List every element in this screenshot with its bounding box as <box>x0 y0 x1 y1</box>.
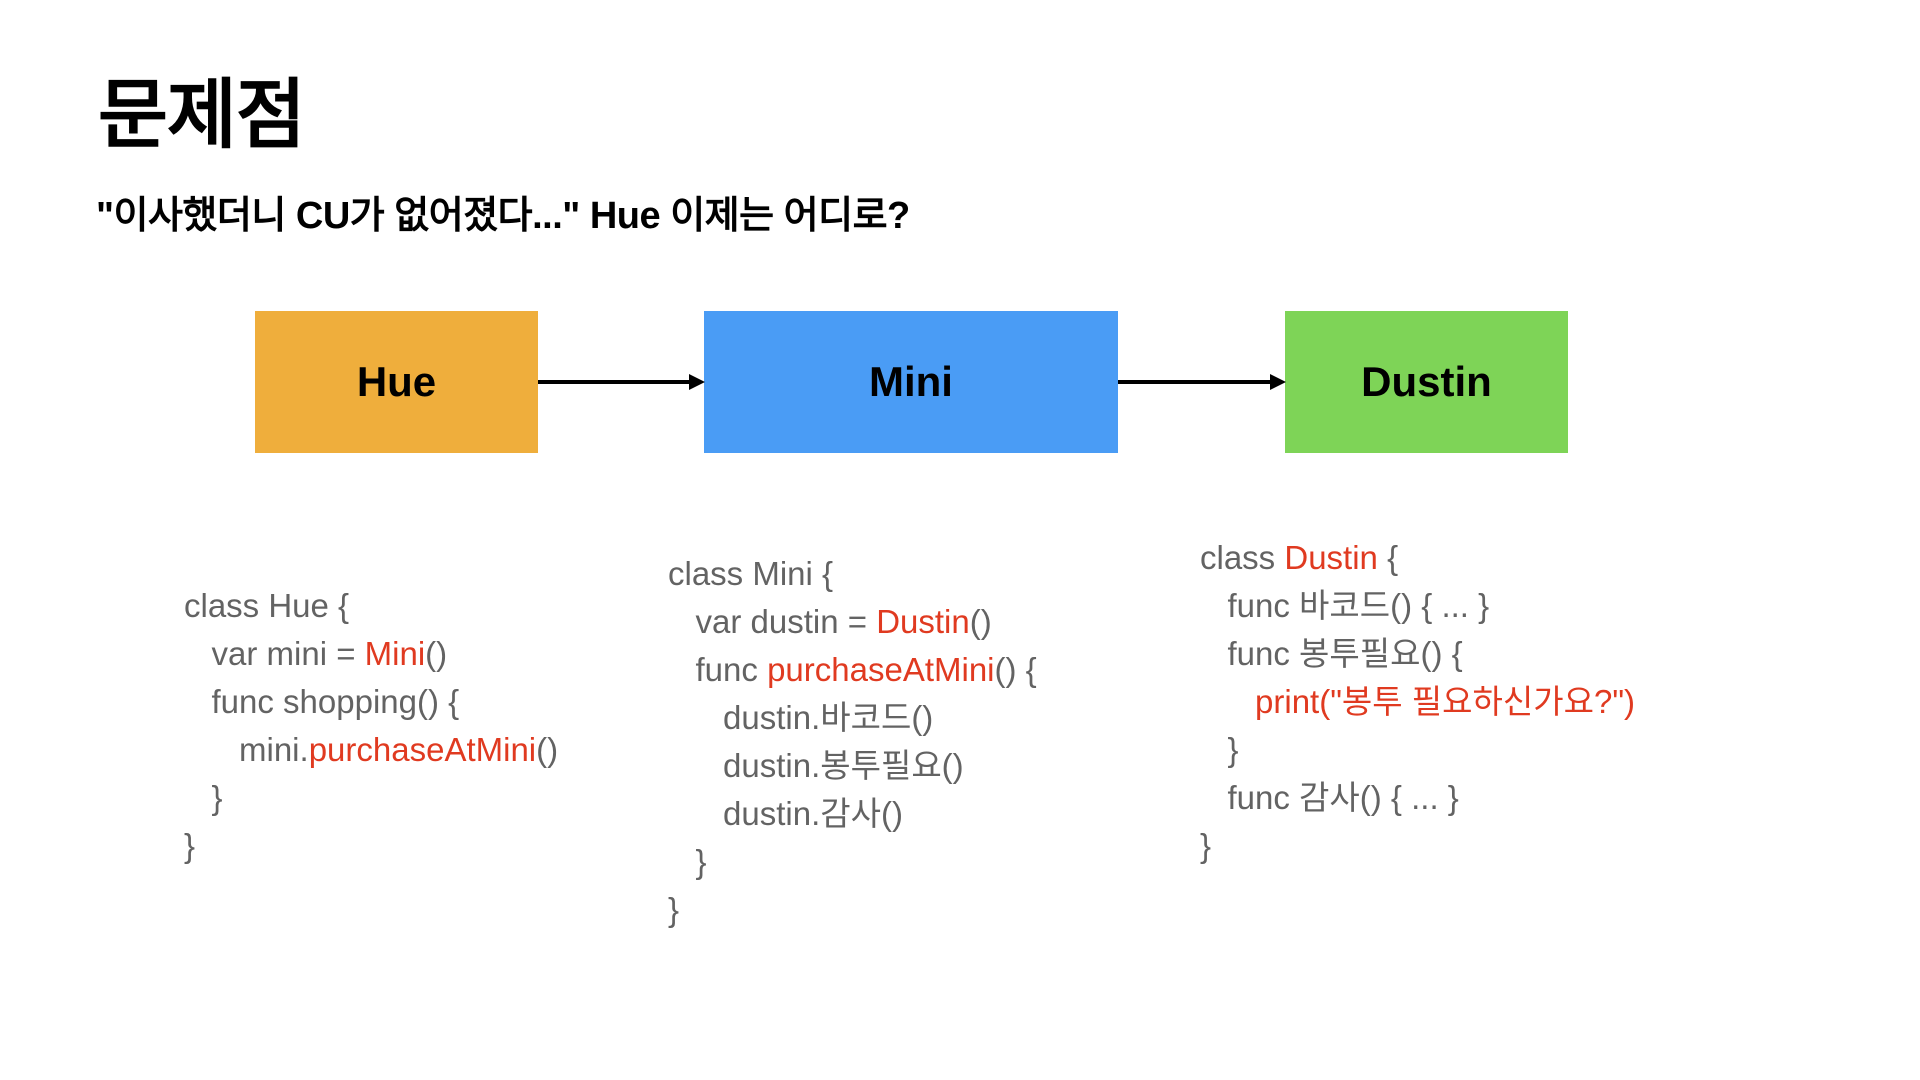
code-line: class Dustin { <box>1200 534 1635 582</box>
code-line: dustin.바코드() <box>668 694 1037 742</box>
code-token-highlight: Dustin <box>1284 539 1378 576</box>
code-token: () <box>425 635 448 672</box>
code-token: var dustin = <box>668 603 877 640</box>
code-token: func 봉투필요() { <box>1200 635 1463 672</box>
code-line: } <box>1200 822 1635 870</box>
code-token: func <box>668 651 768 688</box>
code-token: } <box>1200 731 1239 768</box>
code-token: { <box>1377 539 1399 576</box>
code-token-highlight: purchaseAtMini <box>308 731 537 768</box>
code-line: } <box>1200 726 1635 774</box>
code-line: var mini = Mini() <box>184 630 558 678</box>
code-token: () <box>536 731 559 768</box>
code-line: dustin.봉투필요() <box>668 742 1037 790</box>
code-token: func 감사() { ... } <box>1200 779 1459 816</box>
code-line: } <box>184 822 558 870</box>
code-token-highlight: print("봉투 필요하신가요?") <box>1255 683 1636 720</box>
code-block-dustin: class Dustin { func 바코드() { ... } func 봉… <box>1200 534 1635 870</box>
code-line: func purchaseAtMini() { <box>668 646 1037 694</box>
arrow-mini-to-dustin-icon <box>1118 374 1286 390</box>
code-token: } <box>184 779 223 816</box>
code-token: dustin.바코드() <box>668 699 934 736</box>
arrow-head <box>689 374 705 390</box>
code-line: } <box>668 886 1037 934</box>
page-title: 문제점 <box>98 73 306 158</box>
code-line: print("봉투 필요하신가요?") <box>1200 678 1635 726</box>
diagram-node-dustin-label: Dustin <box>1361 358 1492 405</box>
code-token-highlight: Mini <box>364 635 426 672</box>
code-line: func 감사() { ... } <box>1200 774 1635 822</box>
code-line: func 바코드() { ... } <box>1200 582 1635 630</box>
code-token: } <box>184 827 196 864</box>
code-line: } <box>184 774 558 822</box>
arrow-shaft <box>538 380 690 384</box>
code-line: class Mini { <box>668 550 1037 598</box>
code-line: class Hue { <box>184 582 558 630</box>
code-line: var dustin = Dustin() <box>668 598 1037 646</box>
code-token: } <box>1200 827 1212 864</box>
page-subtitle: "이사했더니 CU가 없어졌다..." Hue 이제는 어디로? <box>96 195 910 237</box>
code-token: dustin.감사() <box>668 795 903 832</box>
code-line: func 봉투필요() { <box>1200 630 1635 678</box>
diagram-node-hue: Hue <box>255 311 538 453</box>
diagram-node-hue-label: Hue <box>356 358 437 405</box>
code-token: class Mini { <box>668 555 834 592</box>
diagram-node-dustin: Dustin <box>1285 311 1568 453</box>
code-token: func 바코드() { ... } <box>1200 587 1490 624</box>
code-block-hue: class Hue { var mini = Mini() func shopp… <box>184 582 558 870</box>
code-token: func shopping() { <box>184 683 460 720</box>
code-line: mini.purchaseAtMini() <box>184 726 558 774</box>
code-token-highlight: Dustin <box>876 603 970 640</box>
code-token: dustin.봉투필요() <box>668 747 964 784</box>
code-token-highlight: purchaseAtMini <box>767 651 995 688</box>
arrow-hue-to-mini-icon <box>538 374 705 390</box>
code-line: } <box>668 838 1037 886</box>
code-token: mini. <box>184 731 309 768</box>
code-token: } <box>668 891 680 928</box>
code-token: var mini = <box>184 635 365 672</box>
code-token: () <box>969 603 992 640</box>
code-token: () { <box>994 651 1037 688</box>
code-line: func shopping() { <box>184 678 558 726</box>
code-token: } <box>668 843 707 880</box>
code-line: dustin.감사() <box>668 790 1037 838</box>
arrow-shaft <box>1118 380 1271 384</box>
code-block-mini: class Mini { var dustin = Dustin() func … <box>668 550 1037 934</box>
arrow-head <box>1270 374 1286 390</box>
code-token: class Hue { <box>184 587 350 624</box>
diagram-node-mini: Mini <box>704 311 1118 453</box>
diagram-node-mini-label: Mini <box>869 358 953 405</box>
code-token <box>1200 683 1255 720</box>
code-token: class <box>1200 539 1285 576</box>
